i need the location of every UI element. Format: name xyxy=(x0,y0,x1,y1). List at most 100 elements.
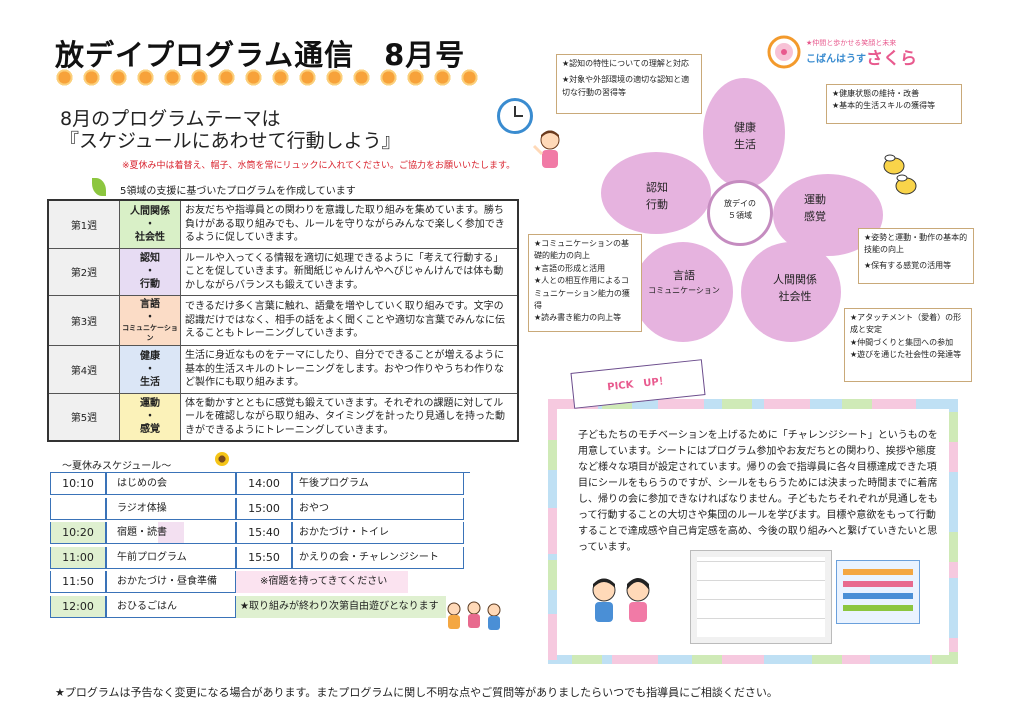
summer-note: ※夏休み中は着替え、帽子、水筒を常にリュックに入れてください。ご協力をお願いいた… xyxy=(122,161,516,171)
flower-center xyxy=(707,180,773,246)
footer-note: ★プログラムは予告なく変更になる場合があります。またプログラムに関し不明な点やご… xyxy=(55,686,778,699)
sun-icon xyxy=(244,68,263,87)
language-info-box: ★コミュニケーションの基礎的能力の向上 ★言語の形成と活用 ★人との相互作用によ… xyxy=(528,234,642,332)
week-description: 生活に身近なものをテーマにしたり、自分でできることが増えるように基本的生活スキル… xyxy=(180,345,519,394)
page-title: 放デイプログラム通信 8月号 xyxy=(55,38,466,72)
schedule-time: 10:20 xyxy=(50,522,106,544)
children-playing-illustration xyxy=(447,601,501,630)
domain-category: 健康・生活 xyxy=(119,345,181,394)
schedule-time: 15:50 xyxy=(236,546,292,569)
schedule-item: おひるごはん xyxy=(106,595,236,618)
sun-icon xyxy=(325,68,344,87)
social-info-box: ★アタッチメント（愛着）の形成と安定 ★仲間づくりと集団への参加 ★遊びを通じた… xyxy=(844,308,972,382)
week-description: ルールや入ってくる情報を適切に処理できるように「考えて行動する」ことを促していき… xyxy=(180,247,519,296)
petal-health xyxy=(703,78,785,188)
homework-note: ※宿題を持ってきてください xyxy=(236,571,408,593)
theme-title: 『スケジュールにあわせて行動しよう』 xyxy=(60,130,401,152)
girl-illustration xyxy=(532,130,560,168)
motor-label: 運動感覚 xyxy=(804,193,826,223)
sun-icon xyxy=(271,68,290,87)
health-label: 健康生活 xyxy=(734,121,756,151)
week-description: できるだけ多く言葉に触れ、語彙を増やしていく取り組みです。文字の認識だけではなく… xyxy=(180,295,519,346)
sun-row-decoration xyxy=(55,68,525,90)
domain-category: 言語・コミュニケーション xyxy=(119,295,181,346)
weekly-program-table: 第1週人間関係・社会性お友だちや指導員との関わりを意識した取り組みを集めています… xyxy=(47,199,519,442)
schedule-item: 宿題・読書 xyxy=(106,522,236,544)
domain-category: 人間関係・社会性 xyxy=(119,199,181,249)
sun-icon xyxy=(82,68,101,87)
schedule-item: おやつ xyxy=(292,497,464,520)
leaf-icon xyxy=(92,178,106,196)
schedule-title: ～夏休みスケジュール～ xyxy=(62,461,172,472)
sakura-logo-icon xyxy=(764,34,804,70)
sun-icon xyxy=(460,68,479,87)
logo-name-small: こばんはうす xyxy=(806,54,866,65)
schedule-item: 午後プログラム xyxy=(292,473,464,495)
schedule-time: 10:10 xyxy=(50,473,106,495)
domain-category: 認知・行動 xyxy=(119,247,181,296)
language-label: 言語コミュニケーション xyxy=(648,269,720,295)
week-number: 第1週 xyxy=(47,199,120,249)
logo-name: さくら xyxy=(866,49,917,69)
week-number: 第3週 xyxy=(47,295,120,346)
week-row: 第1週人間関係・社会性お友だちや指導員との関わりを意識した取り組みを集めています… xyxy=(47,199,519,249)
petal-social xyxy=(741,242,841,342)
theme-intro: 8月のプログラムテーマは xyxy=(60,108,281,130)
social-label: 人間関係社会性 xyxy=(773,273,817,303)
schedule-time xyxy=(50,497,106,520)
sun-icon xyxy=(217,68,236,87)
kids-illustration xyxy=(592,578,650,622)
sun-icon xyxy=(433,68,452,87)
week-number: 第4週 xyxy=(47,345,120,394)
bee-illustration xyxy=(883,154,917,195)
schedule-time: 11:00 xyxy=(50,546,106,569)
week-number: 第2週 xyxy=(47,247,120,296)
schedule-item: はじめの会 xyxy=(106,473,236,495)
schedule-item: かえりの会・チャレンジシート xyxy=(292,546,464,569)
sun-icon xyxy=(163,68,182,87)
motor-info-box: ★姿勢と運動・動作の基本的技能の向上 ★保有する感覚の活用等 xyxy=(858,228,974,284)
schedule-item: 午前プログラム xyxy=(106,546,236,569)
schedule-item: おかたづけ・昼食準備 xyxy=(106,571,236,593)
sun-icon xyxy=(55,68,74,87)
pickup-frame xyxy=(548,399,958,664)
health-info-box: ★健康状態の維持・改善 ★基本的生活スキルの獲得等 xyxy=(826,84,962,124)
clock-icon xyxy=(497,98,533,134)
logo-tagline: ★仲間と歩かせる笑顔と未来 xyxy=(806,39,897,47)
pickup-description: 子どもたちのモチベーションを上げるために「チャレンジシート」というものを用意して… xyxy=(578,430,938,553)
petal-language xyxy=(633,242,733,342)
sun-icon xyxy=(136,68,155,87)
week-description: お友だちや指導員との関わりを意識した取り組みを集めています。勝ち負けがある取り組… xyxy=(180,199,519,249)
free-play-note: ★取り組みが終わり次第自由遊びとなります xyxy=(236,595,446,618)
sun-icon xyxy=(352,68,371,87)
schedule-item: おかたづけ・トイレ xyxy=(292,522,464,544)
week-row: 第5週運動・感覚体を動かすとともに感覚も鍛えていきます。それぞれの課題に対してル… xyxy=(47,392,519,442)
week-row: 第3週言語・コミュニケーションできるだけ多く言葉に触れ、語彙を増やしていく取り組… xyxy=(47,295,519,346)
week-description: 体を動かすとともに感覚も鍛えていきます。それぞれの課題に対してルールを確認しなが… xyxy=(180,392,519,442)
domain-category: 運動・感覚 xyxy=(119,392,181,442)
sunflower-icon xyxy=(215,452,229,466)
sun-icon xyxy=(379,68,398,87)
sun-icon xyxy=(109,68,128,87)
sun-icon xyxy=(190,68,209,87)
petal-cognition xyxy=(601,152,711,234)
week-row: 第2週認知・行動ルールや入ってくる情報を適切に処理できるように「考えて行動する」… xyxy=(47,247,519,296)
schedule-time: 11:50 xyxy=(50,571,106,593)
schedule-time: 15:40 xyxy=(236,522,292,544)
week-number: 第5週 xyxy=(47,392,120,442)
schedule-time: 15:00 xyxy=(236,497,292,520)
week-row: 第4週健康・生活生活に身近なものをテーマにしたり、自分でできることが増えるように… xyxy=(47,345,519,394)
sticker-sheet-photo xyxy=(836,560,920,624)
schedule-time: 12:00 xyxy=(50,595,106,618)
program-intro: 5領域の支援に基づいたプログラムを作成しています xyxy=(120,186,356,197)
sun-icon xyxy=(406,68,425,87)
sun-icon xyxy=(298,68,317,87)
schedule-time: 14:00 xyxy=(236,473,292,495)
challenge-sheet-photo xyxy=(690,550,832,644)
cognition-info-box: ★認知の特性についての理解と対応 ★対象や外部環境の適切な認知と適切な行動の習得… xyxy=(556,54,702,114)
cognition-label: 認知行動 xyxy=(646,181,668,211)
schedule-top-border xyxy=(50,472,470,473)
schedule-item: ラジオ体操 xyxy=(106,497,236,520)
